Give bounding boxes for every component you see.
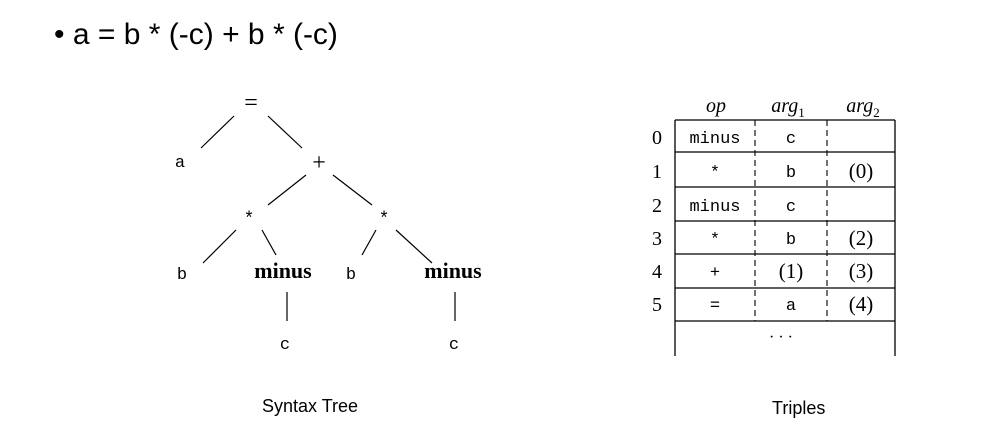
expression-heading: • a = b * (-c) + b * (-c) <box>54 18 338 52</box>
syntax-tree-nodes: = a + * * b minus b minus c c <box>175 90 482 355</box>
triples-header: op arg1 arg2 <box>706 95 880 120</box>
tree-node-a: a <box>175 154 185 173</box>
cell-op-2: minus <box>689 198 740 217</box>
header-op: op <box>706 95 726 117</box>
cell-op-5: = <box>710 297 720 316</box>
edge-plus-mul-left <box>267 174 307 206</box>
tree-node-c-left: c <box>280 336 290 355</box>
row-index-2: 2 <box>652 195 662 217</box>
edge-plus-mul-right <box>332 174 373 206</box>
cell-arg2-4: (3) <box>849 259 874 283</box>
tree-node-b-right: b <box>346 266 356 285</box>
row-index-4: 4 <box>652 261 662 283</box>
tree-node-minus-right: minus <box>424 258 482 283</box>
cell-arg2-5: (4) <box>849 292 874 316</box>
cell-arg2-3: (2) <box>849 226 874 250</box>
tree-node-b-left: b <box>177 266 187 285</box>
tree-node-minus-left: minus <box>254 258 312 283</box>
cell-op-3: * <box>710 231 720 250</box>
tree-node-mul-left: * <box>244 210 255 230</box>
cell-arg1-0: c <box>786 130 796 149</box>
tree-node-c-right: c <box>449 336 459 355</box>
tree-node-root: = <box>244 90 258 116</box>
cell-op-4: + <box>710 264 720 283</box>
edge-root-a <box>200 115 235 149</box>
row-index-1: 1 <box>652 161 662 183</box>
table-ellipsis: · · · <box>769 329 793 346</box>
edge-mul-right-b <box>361 229 377 256</box>
tree-node-plus: + <box>312 150 326 176</box>
row-index-5: 5 <box>652 294 662 316</box>
cell-arg1-1: b <box>786 164 796 183</box>
edge-mul-right-minus <box>395 229 433 264</box>
edge-mul-left-b <box>202 229 237 264</box>
triples-grid <box>674 119 896 356</box>
bullet-glyph: • <box>54 18 65 51</box>
cell-op-1: * <box>710 164 720 183</box>
triples-column-separators <box>754 120 828 321</box>
cell-arg2-1: (0) <box>849 159 874 183</box>
header-arg2: arg2 <box>846 95 880 120</box>
syntax-tree-caption: Syntax Tree <box>262 396 359 416</box>
header-arg1: arg1 <box>771 95 805 120</box>
expression-text: a = b * (-c) + b * (-c) <box>72 18 338 51</box>
triples-caption: Triples <box>772 398 826 418</box>
cell-arg1-2: c <box>786 198 796 217</box>
syntax-tree-edges <box>200 115 456 321</box>
edge-root-plus <box>267 115 303 149</box>
tree-node-mul-right: * <box>379 210 390 230</box>
edge-mul-left-minus <box>261 229 277 256</box>
cell-op-0: minus <box>689 130 740 149</box>
row-index-3: 3 <box>652 228 662 250</box>
row-index-0: 0 <box>652 127 662 149</box>
triples-rows: 0 minus c 1 * b (0) 2 minus c 3 * b (2) … <box>652 127 873 346</box>
cell-arg1-5: a <box>786 297 796 316</box>
cell-arg1-4: (1) <box>779 259 804 283</box>
cell-arg1-3: b <box>786 231 796 250</box>
